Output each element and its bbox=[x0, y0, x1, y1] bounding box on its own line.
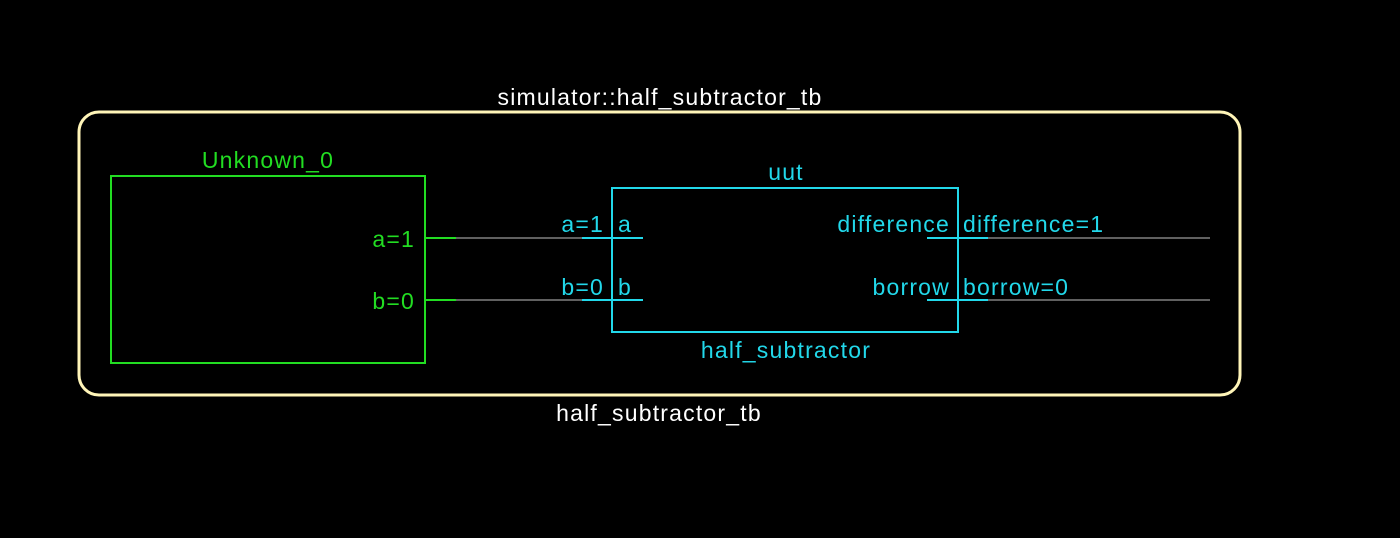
testbench-frame[interactable] bbox=[77, 110, 1242, 397]
instance-out-borrow-port: borrow bbox=[872, 274, 950, 300]
instance-out-difference-value: difference=1 bbox=[963, 211, 1104, 237]
instance-module: half_subtractor bbox=[701, 337, 871, 363]
instance-name: uut bbox=[768, 159, 804, 185]
stimulus-name: Unknown_0 bbox=[202, 147, 334, 173]
testbench-title: simulator::half_subtractor_tb bbox=[498, 84, 823, 110]
instance-in-b-value: b=0 bbox=[561, 274, 604, 300]
instance-box[interactable] bbox=[611, 187, 959, 333]
stimulus-port-a-label: a=1 bbox=[372, 226, 415, 252]
stimulus-port-b-label: b=0 bbox=[372, 288, 415, 314]
testbench-name: half_subtractor_tb bbox=[556, 400, 762, 426]
instance-out-difference-port: difference bbox=[837, 211, 950, 237]
instance-in-a-port: a bbox=[618, 211, 632, 237]
instance-out-borrow-value: borrow=0 bbox=[963, 274, 1069, 300]
instance-in-b-port: b bbox=[618, 274, 632, 300]
instance-block[interactable]: uut half_subtractor a=1 a b=0 b differen… bbox=[561, 159, 1104, 363]
instance-in-a-value: a=1 bbox=[561, 211, 604, 237]
stimulus-block[interactable]: Unknown_0 a=1 b=0 bbox=[110, 147, 456, 364]
stimulus-box[interactable] bbox=[110, 175, 426, 364]
